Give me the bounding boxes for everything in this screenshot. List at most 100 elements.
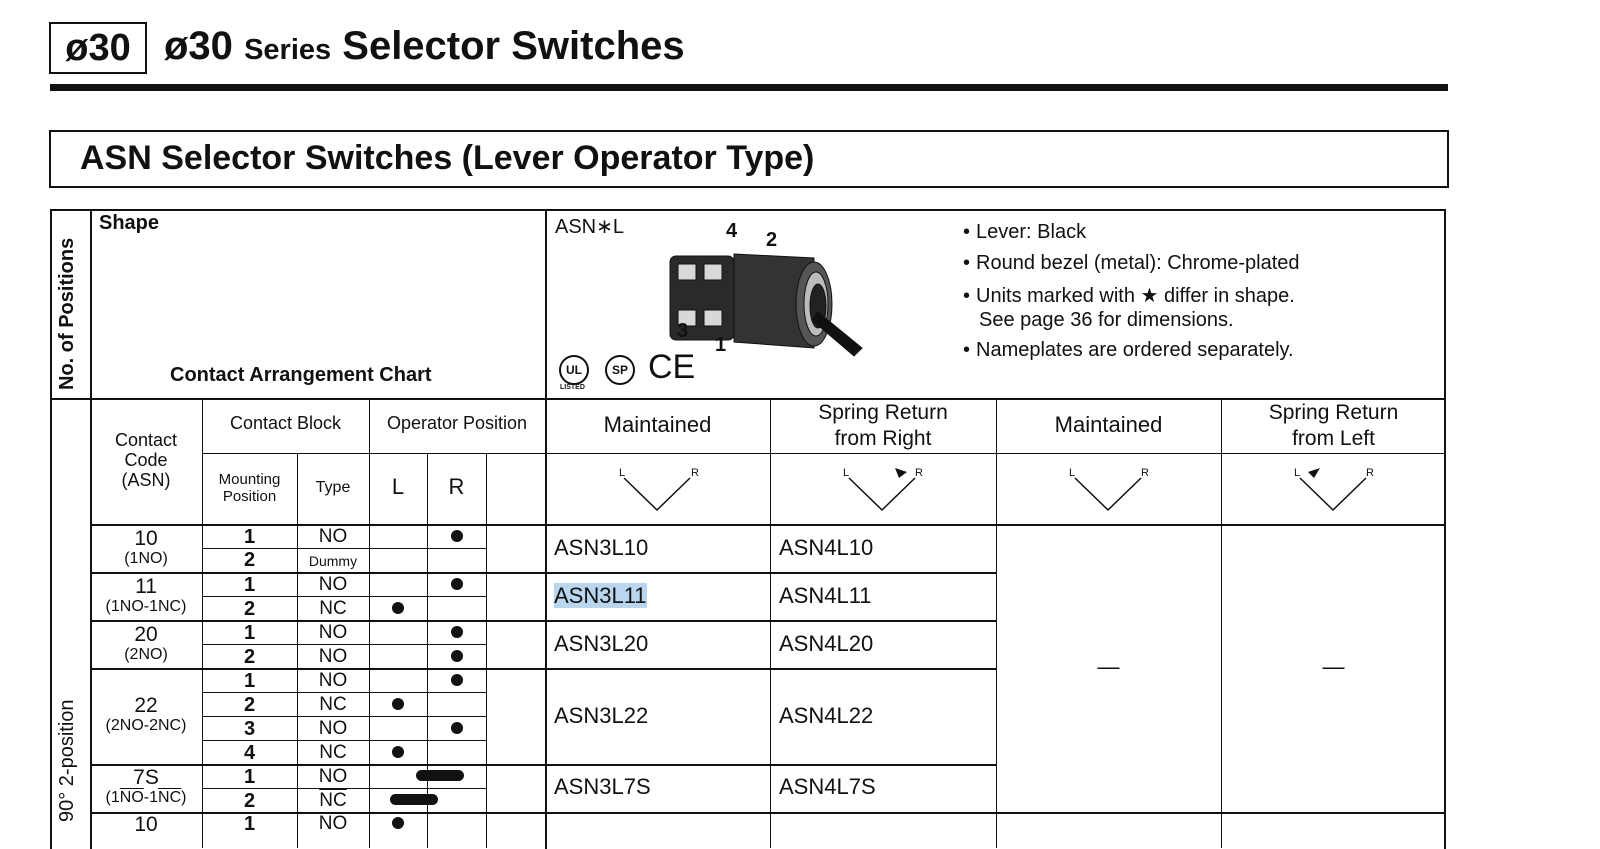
shape-label: Shape (99, 212, 160, 234)
not-available-dash: — (1322, 654, 1345, 679)
title-rule (50, 84, 1448, 91)
image-number-3: 3 (677, 320, 689, 342)
mounting-pos: 3 (243, 718, 256, 740)
operator-position-header: Operator Position (386, 413, 528, 433)
mounting-pos: 1 (243, 574, 256, 596)
col-rule (486, 453, 487, 848)
mounting-pos: 1 (243, 622, 256, 644)
position-group-label: 90° 2-position (56, 699, 78, 822)
contact-type: Dummy (308, 553, 358, 569)
contact-type: NO (318, 646, 348, 667)
mounting-pos: 2 (243, 646, 256, 668)
rule-row-3 (90, 668, 996, 670)
contact-type: NO (318, 622, 348, 643)
mounting-pos: 1 (243, 813, 256, 835)
contact-code: 11 (135, 575, 157, 598)
col-rule (369, 398, 370, 848)
type-header: Type (315, 479, 351, 496)
diagram-l: L (619, 467, 626, 479)
not-available-dash: — (1097, 654, 1120, 679)
contact-code: 10 (134, 813, 158, 836)
note-bezel: Round bezel (metal): Chrome-plated (963, 252, 1300, 275)
contact-code: 10 (134, 527, 158, 550)
ul-listed-label: LISTED (560, 384, 585, 391)
csa-mark: SP (605, 355, 635, 385)
section-box (49, 130, 1449, 188)
contact-code-header: Contact Code (ASN) (114, 430, 178, 490)
contact-code-desc: (2NO-2NC) (105, 717, 187, 734)
part-number[interactable]: ASN4L20 (779, 631, 874, 656)
contact-block-header: Contact Block (229, 413, 342, 433)
l-header: L (391, 474, 405, 499)
contact-type: NO (318, 813, 348, 834)
spring-left-header: Spring Return from Left (1268, 401, 1399, 450)
mounting-pos: 2 (243, 694, 256, 716)
contact-type: NO (318, 670, 348, 691)
closed-contact-dot (392, 602, 404, 614)
diagram-r: R (1366, 467, 1374, 479)
late-break-bar (416, 770, 464, 781)
maintained-header-1: Maintained (603, 412, 712, 437)
contact-code-desc: (1NO) (124, 550, 168, 567)
product-image (669, 253, 863, 357)
part-number[interactable]: ASN3L7S (554, 774, 651, 799)
closed-contact-dot (451, 578, 463, 590)
title-prefix: ø30 (164, 24, 233, 68)
ul-mark: UL (559, 355, 589, 385)
rule-body-top (90, 524, 1446, 526)
diagram-r: R (1141, 467, 1149, 479)
contact-code: 20 (134, 623, 158, 646)
part-number[interactable]: ASN4L10 (779, 535, 874, 560)
mounting-pos: 1 (243, 670, 256, 692)
spring-right-header: Spring Return from Right (818, 401, 948, 450)
rule-row-4 (90, 764, 996, 766)
section-title: ASN Selector Switches (Lever Operator Ty… (80, 139, 815, 177)
closed-contact-dot (392, 698, 404, 710)
rule-sub (202, 596, 486, 597)
rule-block-sub (202, 453, 545, 454)
rule-row-2 (90, 620, 996, 622)
rule-row-1 (90, 572, 996, 574)
contact-type: NC (319, 598, 347, 619)
part-number[interactable]: ASN4L7S (779, 774, 876, 799)
closed-contact-dot (451, 530, 463, 542)
title-rest: Selector Switches (342, 24, 685, 68)
contact-code-desc: (2NO) (124, 646, 168, 663)
mounting-pos: 4 (243, 742, 256, 764)
mounting-pos: 2 (243, 549, 256, 571)
contact-chart-label: Contact Arrangement Chart (170, 364, 432, 386)
diagram-l: L (1069, 467, 1076, 479)
contact-type: NO (318, 526, 348, 547)
part-number[interactable]: ASN3L11 (554, 583, 647, 608)
rule-header (50, 398, 1446, 400)
note-lever: Lever: Black (963, 221, 1086, 244)
contact-code-desc: (1NO-1NC) (105, 598, 187, 615)
col-rule (90, 209, 92, 849)
rule-row-5 (90, 812, 1446, 814)
part-number[interactable]: ASN3L22 (554, 703, 649, 728)
late-break-bar (390, 794, 438, 805)
mounting-pos: 2 (243, 790, 256, 812)
part-number[interactable]: ASN3L10 (554, 535, 649, 560)
part-number[interactable]: ASN3L20 (554, 631, 649, 656)
contact-type: NO (318, 574, 348, 595)
contact-type: NC (319, 694, 347, 715)
title-series: Series (244, 34, 332, 66)
mounting-pos: 1 (243, 766, 256, 788)
contact-type: NC (319, 790, 347, 811)
product-label: ASN∗L (555, 216, 625, 238)
rule-col-sub (545, 453, 1446, 454)
part-number[interactable]: ASN4L22 (779, 703, 874, 728)
image-number-4: 4 (726, 220, 738, 242)
rule-sub (202, 644, 486, 645)
diagram-r: R (915, 467, 923, 479)
col-rule (545, 209, 547, 849)
part-number[interactable]: ASN4L11 (779, 583, 872, 608)
col-rule (297, 453, 298, 848)
maintained-diagram-2 (1074, 477, 1142, 512)
rule-sub (202, 716, 486, 717)
col-rule (996, 398, 997, 848)
rule-sub (202, 740, 486, 741)
contact-type: NO (318, 718, 348, 739)
note-shape: Units marked with ★ differ in shape. (963, 283, 1295, 308)
